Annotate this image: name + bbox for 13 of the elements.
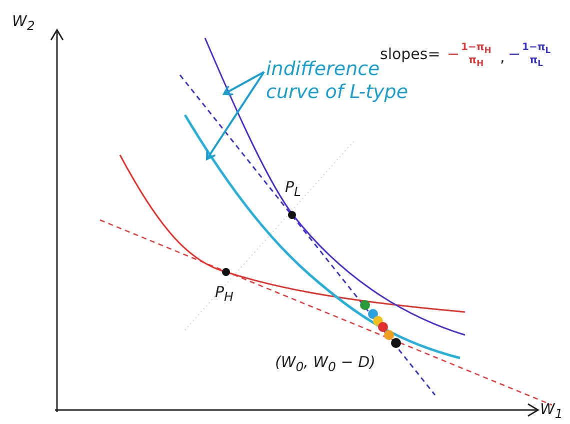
point-label: P$_{H}$ (215, 285, 234, 304)
point-label: P$_{L}$ (285, 180, 302, 198)
formula-text: − (447, 47, 460, 62)
point-label: (W$_{0}$, W$_{0}$ − D) (275, 355, 376, 374)
axis-label: W$_{1}$ (540, 402, 563, 420)
formula-text: − (508, 47, 521, 62)
formula-text: , (500, 50, 505, 65)
leader-line (206, 71, 265, 160)
fraction: 1−π$_{L}$ π$_{L}$ (522, 42, 551, 68)
formula-text: slopes= (380, 47, 440, 62)
leader-line (223, 71, 264, 96)
fraction: 1−π$_{H}$ π$_{H}$ (461, 42, 492, 68)
axis-label: W$_{2}$ (12, 14, 35, 32)
